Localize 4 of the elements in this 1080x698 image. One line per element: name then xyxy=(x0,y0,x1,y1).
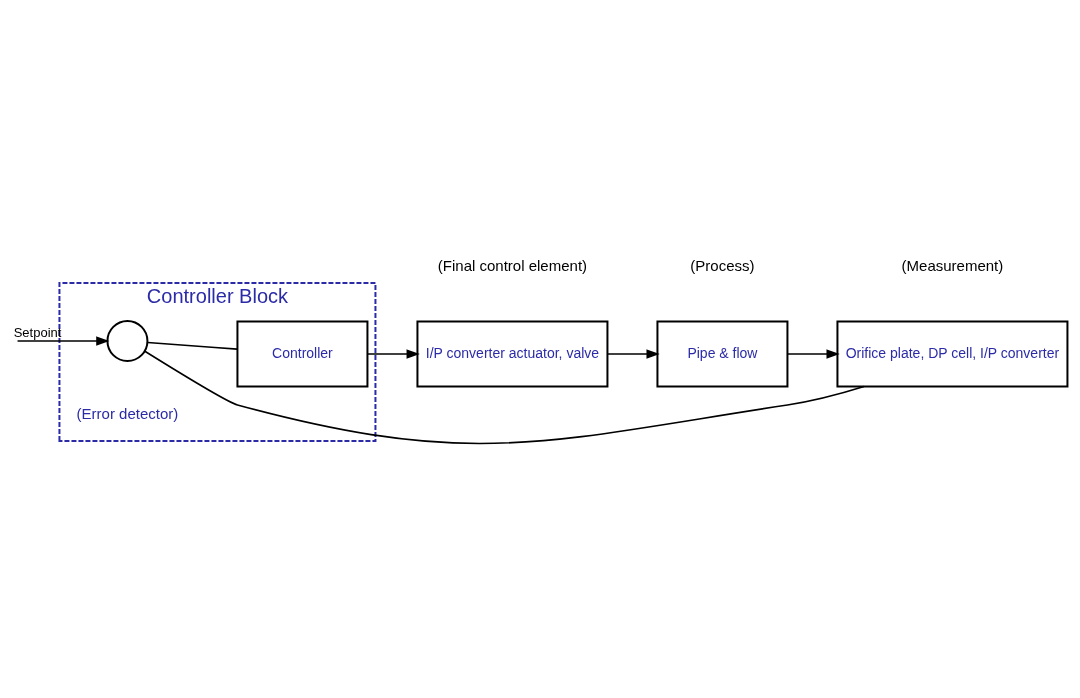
node-label: (Error detector) xyxy=(76,404,179,422)
node-label: (Process) xyxy=(690,256,755,274)
node-label: (Final control element) xyxy=(437,256,588,274)
node-label: (Measurement) xyxy=(901,256,1004,274)
